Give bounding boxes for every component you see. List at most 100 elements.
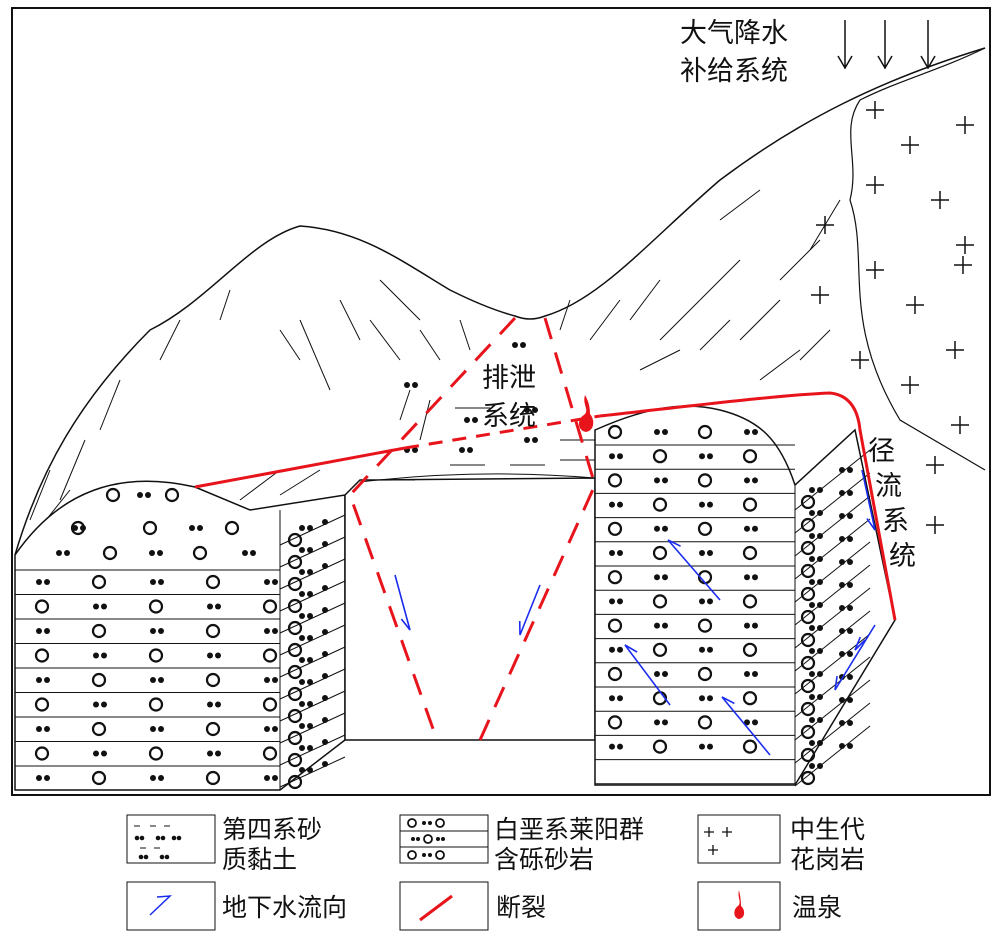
hatch-line xyxy=(699,319,731,351)
hatch-line xyxy=(639,349,681,371)
side-stratum xyxy=(794,725,871,787)
sand-dot xyxy=(654,719,660,726)
pebble xyxy=(800,517,816,533)
sand-dot xyxy=(299,569,305,575)
sand-dot xyxy=(36,775,42,781)
pebble xyxy=(262,697,278,712)
fault-dashed-right xyxy=(478,317,597,741)
hot-spring-icon xyxy=(734,890,745,919)
pebble xyxy=(697,424,713,440)
pebble xyxy=(287,532,303,548)
legend-label: 花岗岩 xyxy=(790,845,865,874)
sand-dot xyxy=(150,628,156,634)
sand-dot xyxy=(36,628,42,634)
side-stratum xyxy=(279,602,346,634)
side-stratum xyxy=(279,536,346,568)
pebble xyxy=(287,554,303,570)
sand-dot xyxy=(322,563,328,569)
granite-cross xyxy=(926,456,944,474)
sand-dot xyxy=(322,717,328,723)
sand-dot xyxy=(744,671,750,677)
side-stratum xyxy=(279,690,346,722)
granite-cross xyxy=(954,256,972,274)
legend-label: 中生代 xyxy=(790,815,865,844)
runoff-label-1: 径 xyxy=(868,436,895,467)
hatch-line xyxy=(759,349,801,381)
sand-dot xyxy=(707,743,713,750)
pebble xyxy=(205,623,221,639)
sand-dot xyxy=(847,513,853,519)
hatch-line xyxy=(779,239,821,281)
side-stratum xyxy=(279,756,346,788)
sand-dot xyxy=(307,657,313,663)
side-stratum xyxy=(279,646,346,678)
pebble xyxy=(164,487,180,503)
pebble xyxy=(607,715,623,730)
granite-cross xyxy=(926,516,944,534)
sand-dot xyxy=(137,492,143,498)
pebble xyxy=(91,574,107,590)
pebble xyxy=(70,520,86,536)
sand-dot xyxy=(158,677,164,683)
side-stratum xyxy=(794,472,871,534)
sand-dot xyxy=(299,701,305,707)
sand-dot xyxy=(609,646,615,653)
legend-sandy-clay: 第四系砂 质黏土 xyxy=(126,814,322,874)
sand-dot xyxy=(520,342,526,348)
sand-dot xyxy=(699,598,705,605)
side-stratum xyxy=(279,514,346,546)
pebble xyxy=(224,520,240,536)
sand-dot xyxy=(707,550,713,556)
sand-dot xyxy=(707,695,713,702)
sand-dot xyxy=(322,651,328,657)
side-stratum xyxy=(794,702,871,764)
sand-dot xyxy=(524,407,530,413)
legend-label: 第四系砂 xyxy=(222,815,322,844)
flow-arrow xyxy=(721,696,771,756)
sand-dot xyxy=(752,429,758,435)
slope-hatching xyxy=(29,189,841,541)
sand-dot xyxy=(472,417,478,423)
sand-dot xyxy=(839,628,845,634)
sand-dot xyxy=(609,743,615,750)
pebble xyxy=(262,648,278,663)
sand-dot xyxy=(817,533,823,539)
pebble xyxy=(287,598,303,614)
sand-dot xyxy=(299,635,305,641)
sand-dot xyxy=(817,625,823,631)
sand-dot xyxy=(412,447,418,453)
hatch-line xyxy=(279,329,301,361)
side-stratum xyxy=(279,712,346,744)
sand-dot xyxy=(215,701,221,708)
sand-dot xyxy=(207,603,213,610)
granite-cross xyxy=(866,261,884,279)
sand-dot xyxy=(654,525,660,532)
sand-dot xyxy=(101,750,107,757)
side-stratum xyxy=(279,668,346,700)
sand-dot xyxy=(524,437,530,443)
pebble xyxy=(800,747,816,763)
discharge-label-2: 系统 xyxy=(482,401,536,432)
sand-dot xyxy=(307,745,313,751)
granite-cross xyxy=(956,116,974,134)
sand-dot xyxy=(307,613,313,619)
pebble xyxy=(205,770,221,786)
pebble xyxy=(142,520,158,536)
pebble xyxy=(607,473,623,488)
sand-dot xyxy=(404,382,410,388)
pebble xyxy=(800,724,816,740)
pebble xyxy=(91,770,107,786)
sand-dot xyxy=(744,622,750,629)
sand-dot xyxy=(467,447,473,453)
pebble xyxy=(34,746,50,761)
sand-dot xyxy=(56,550,62,556)
sand-dot xyxy=(609,695,615,702)
pebble xyxy=(697,715,713,730)
hatch-line xyxy=(419,329,441,361)
sand-dot xyxy=(617,550,623,556)
granite-cross xyxy=(816,216,834,234)
sand-dot xyxy=(752,477,758,484)
side-stratum xyxy=(794,587,871,649)
sand-dot xyxy=(817,648,823,654)
hatch-line xyxy=(339,299,361,341)
